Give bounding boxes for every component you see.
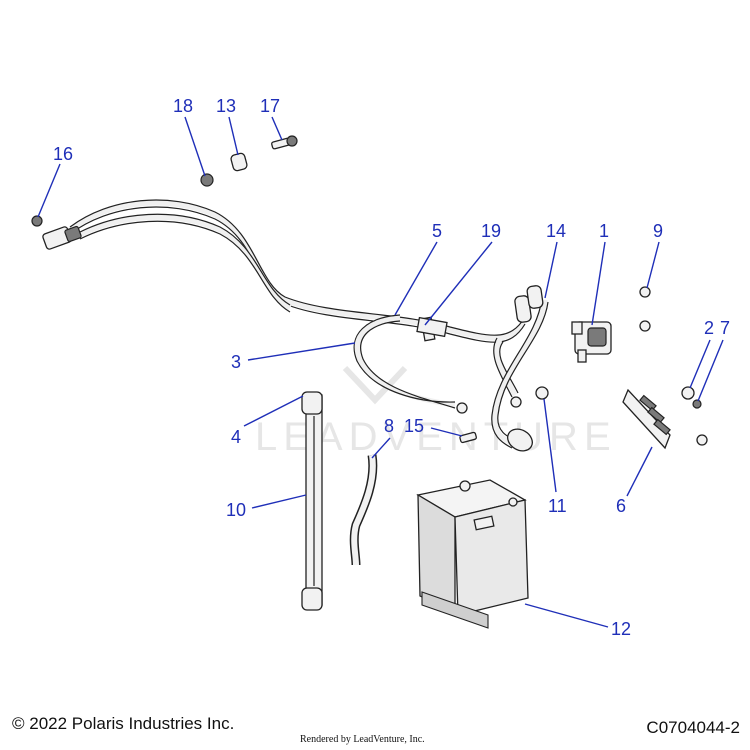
solenoid-1 <box>571 321 612 363</box>
callout-19: 19 <box>481 221 501 241</box>
copyright-text: © 2022 Polaris Industries Inc. <box>12 714 235 733</box>
callout-6: 6 <box>616 496 626 516</box>
bolt-15 <box>459 431 477 444</box>
leader-lines <box>37 116 724 628</box>
terminal-boots <box>507 285 544 452</box>
callout-16: 16 <box>53 144 73 164</box>
callout-1: 1 <box>599 221 609 241</box>
clip-13 <box>230 152 248 172</box>
rendered-by-text: Rendered by LeadVenture, Inc. <box>300 734 425 745</box>
hardware-parts <box>31 135 708 446</box>
callout-13: 13 <box>216 96 236 116</box>
callout-4: 4 <box>231 427 241 447</box>
bolt-9 <box>639 286 651 298</box>
callout-14: 14 <box>546 221 566 241</box>
drawing-number: C0704044-2 <box>646 718 740 737</box>
nut-16 <box>31 215 43 227</box>
vent-tube-8 <box>349 454 378 566</box>
callout-17: 17 <box>260 96 280 116</box>
callout-labels: 16 18 13 17 5 19 14 1 9 2 7 3 4 8 15 10 … <box>53 96 730 639</box>
bracket-6 <box>622 388 671 450</box>
callout-9: 9 <box>653 221 663 241</box>
callout-8: 8 <box>384 416 394 436</box>
battery-12 <box>416 479 529 629</box>
callout-5: 5 <box>432 221 442 241</box>
left-connector <box>42 225 82 250</box>
bolt-2 <box>681 386 695 400</box>
callout-12: 12 <box>611 619 631 639</box>
nut-7 <box>692 399 702 409</box>
strap-10 <box>301 391 323 611</box>
callout-2: 2 <box>704 318 714 338</box>
callout-15: 15 <box>404 416 424 436</box>
callout-7: 7 <box>720 318 730 338</box>
nut-18 <box>200 173 214 187</box>
ring-terminals <box>456 396 522 414</box>
nut-11 <box>535 386 549 400</box>
callout-18: 18 <box>173 96 193 116</box>
callout-10: 10 <box>226 500 246 520</box>
callout-11: 11 <box>548 496 567 516</box>
main-cable-harness <box>68 199 549 449</box>
callout-3: 3 <box>231 352 241 372</box>
